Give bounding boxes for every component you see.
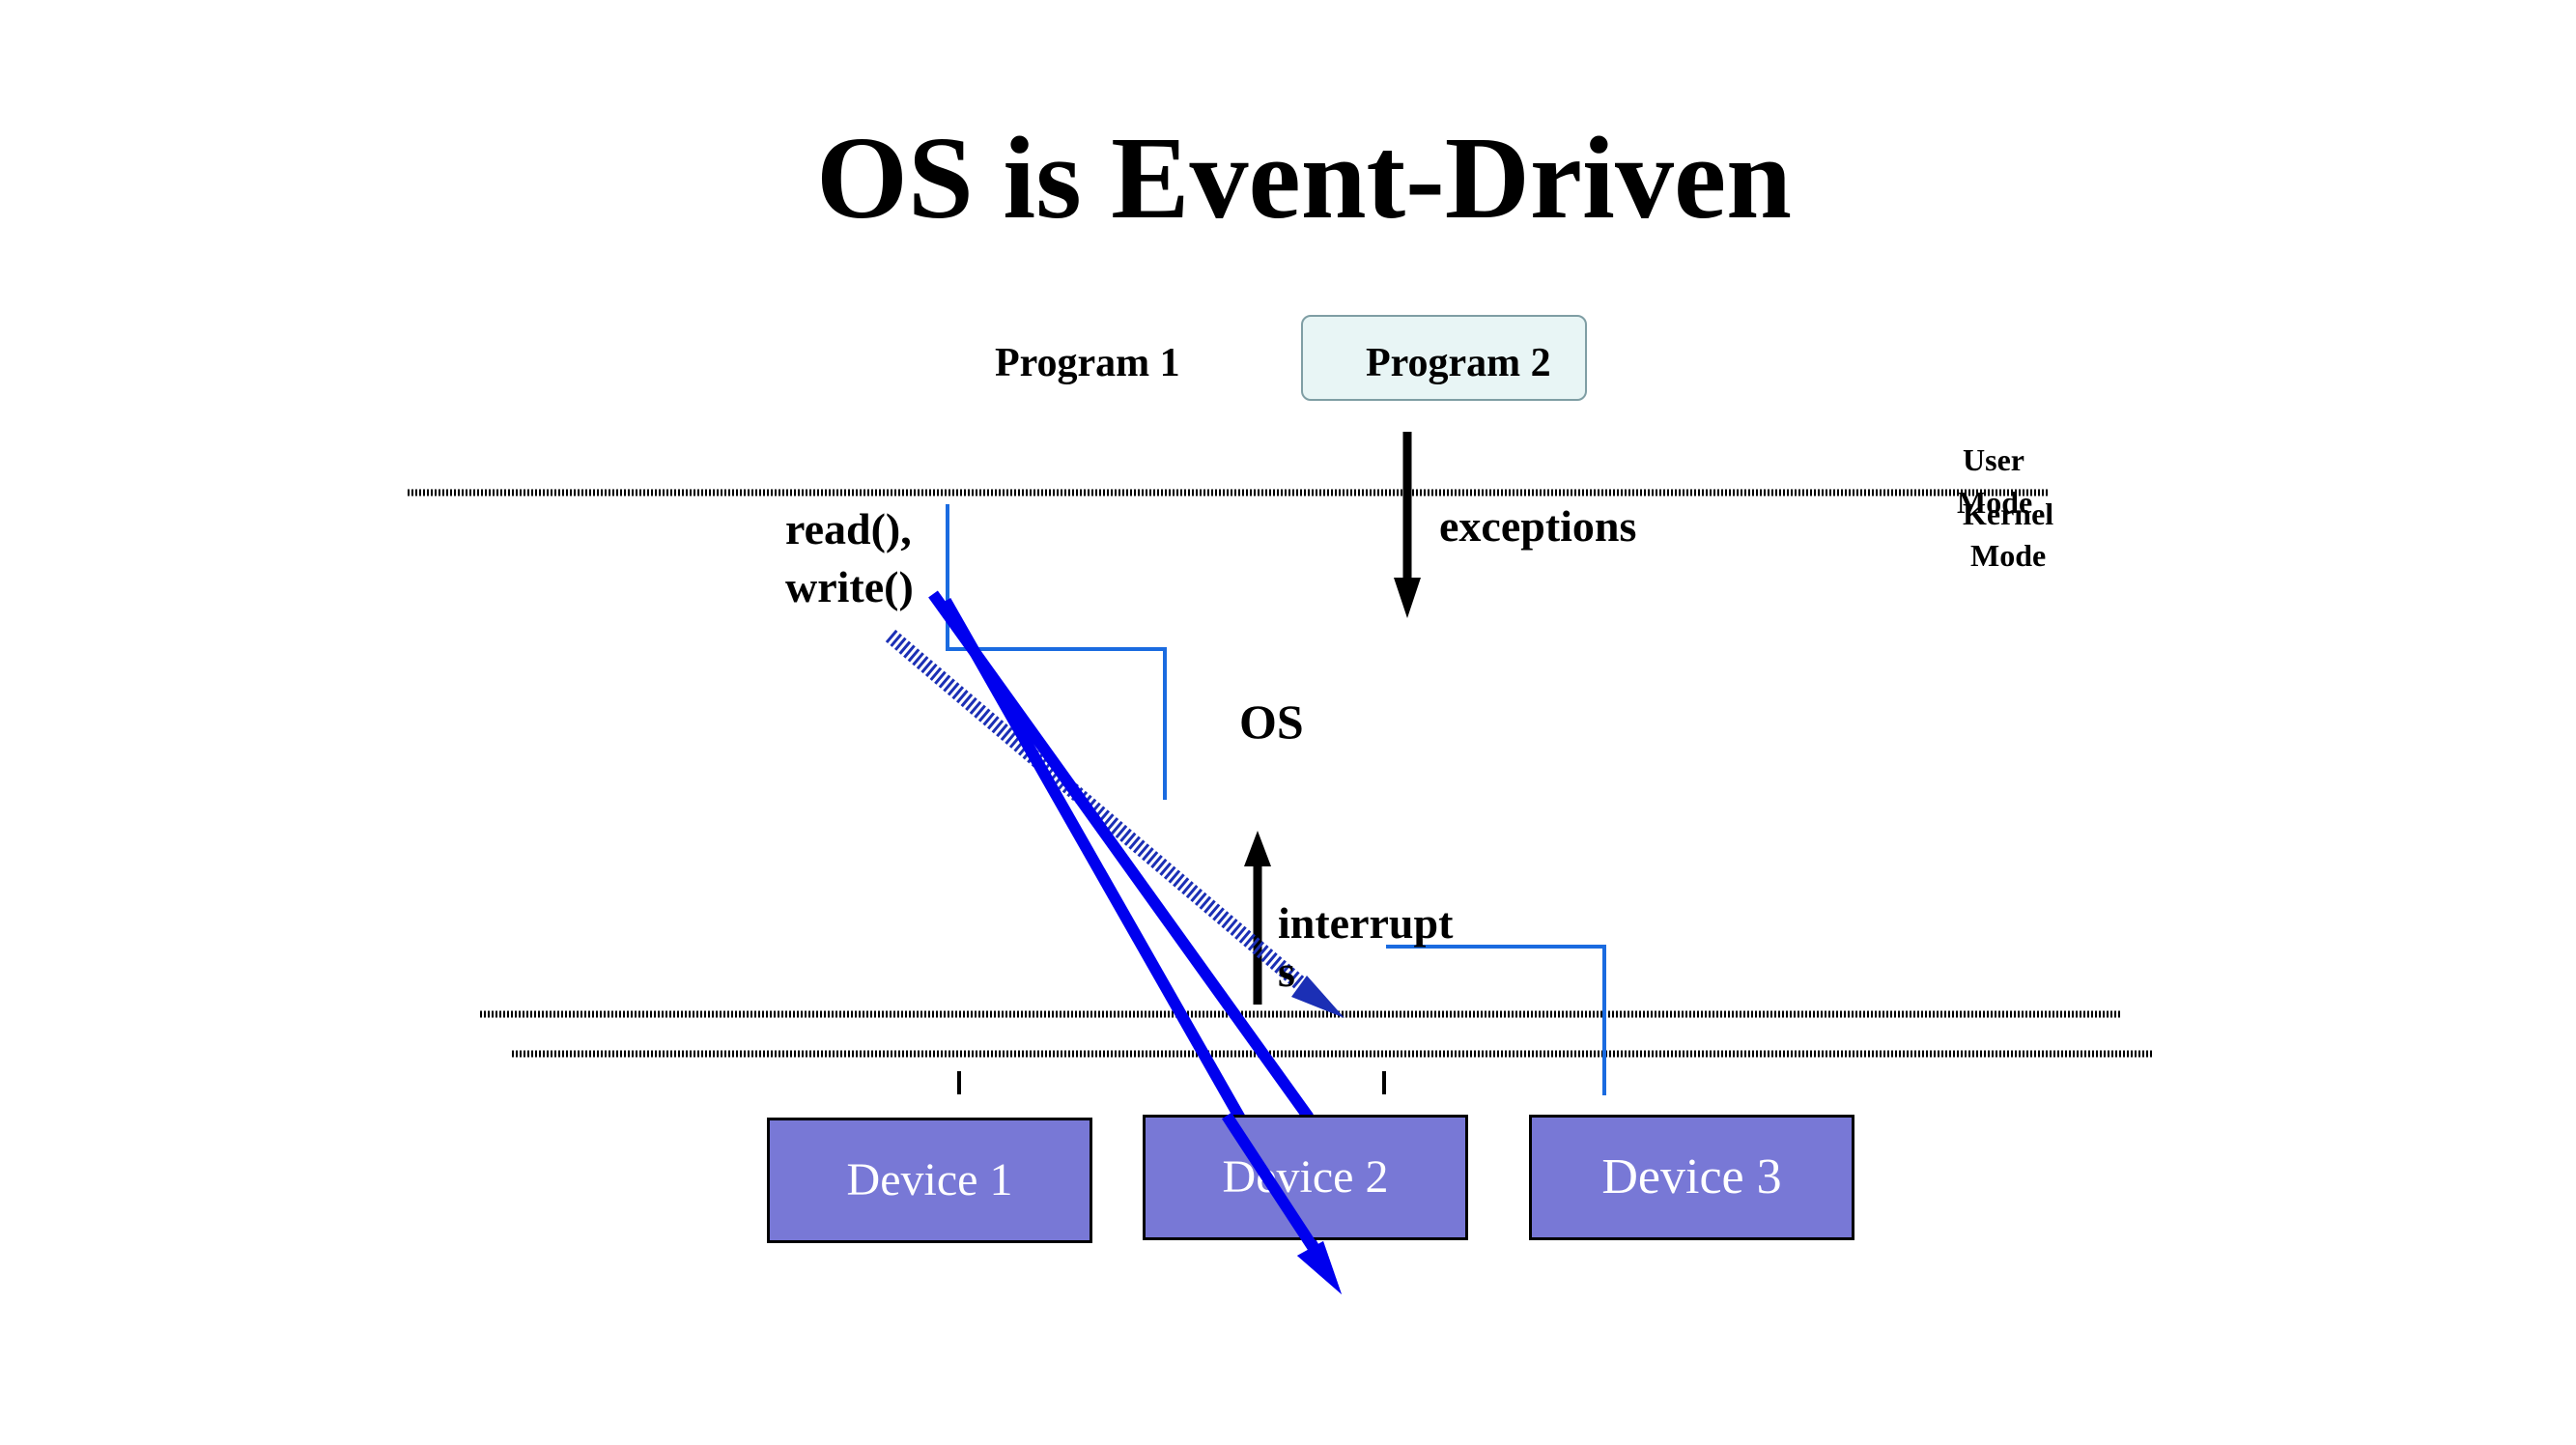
program-1-label: Program 1 [995,341,1180,385]
user-mode-label: Mode [1957,485,2033,520]
device-2: Device 2 [1143,1115,1468,1240]
syscall-connector [946,504,1167,800]
syscalls-line-2: write() [785,562,914,611]
interrupts-line-1: interrupt [1278,898,1454,948]
device-3: Device 3 [1529,1115,1854,1240]
syscalls-line-1: read(), [785,504,912,553]
program-2-box [1301,315,1587,401]
slide-title: OS is Event-Driven [816,113,1792,243]
os-label: OS [1239,694,1304,749]
kernel-mode-label: Mode [1970,538,2047,573]
exceptions-arrowhead [1394,578,1421,618]
interrupts-line-2: s [1278,947,1295,996]
blue-arrow-long-overlay [1221,1112,1324,1260]
blue-arrow-long-overlay-head [1297,1241,1342,1294]
user-label: User [1963,442,2024,477]
device-1: Device 1 [767,1118,1092,1243]
interrupts-label: interrupt s [1278,899,1453,996]
interrupts-arrowhead [1244,831,1271,866]
dashed-blue-arrowhead [1291,976,1345,1018]
kernel-label: Kernel [1963,496,2054,531]
program-2-label: Program 2 [1366,341,1551,385]
exceptions-label: exceptions [1439,501,1637,551]
syscalls-label: read(), write() [785,500,914,616]
interrupt-connector [1386,945,1606,1095]
